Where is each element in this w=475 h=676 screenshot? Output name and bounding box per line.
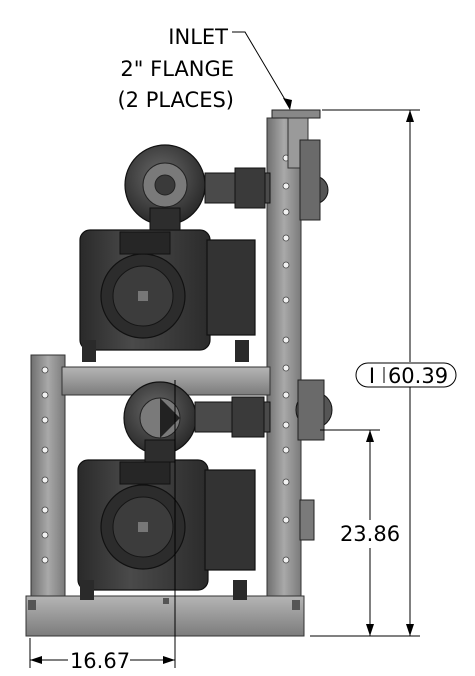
lower-pump-assembly bbox=[77, 381, 271, 600]
callout-line-1: INLET bbox=[168, 25, 228, 49]
frame-right-post bbox=[266, 117, 302, 637]
callout-line-2: 2" FLANGE bbox=[120, 57, 234, 81]
inlet-callout: INLET 2" FLANGE (2 PLACES) bbox=[117, 25, 234, 112]
inlet-height-value: 23.86 bbox=[340, 522, 400, 546]
frame-left-post bbox=[30, 354, 66, 637]
horizontal-offset-value: 16.67 bbox=[70, 649, 130, 673]
dimension-lines bbox=[29, 31, 420, 668]
top-inlet-flange bbox=[271, 109, 321, 119]
dimension-arrows bbox=[30, 98, 414, 664]
overall-height-prefix: I bbox=[369, 364, 375, 388]
frame bbox=[25, 117, 305, 637]
inlet-flanges bbox=[271, 109, 333, 541]
upper-terminal-box bbox=[206, 239, 256, 336]
frame-holes bbox=[41, 154, 290, 564]
overall-height-value: 60.39 bbox=[388, 364, 448, 388]
base-bolts bbox=[28, 598, 300, 610]
upper-pump-assembly bbox=[79, 144, 271, 362]
callout-line-3: (2 PLACES) bbox=[117, 88, 234, 112]
frame-middle-beam bbox=[61, 366, 271, 396]
lower-terminal-box bbox=[204, 469, 256, 571]
overall-height-dimension: I 60.39 bbox=[355, 362, 457, 388]
